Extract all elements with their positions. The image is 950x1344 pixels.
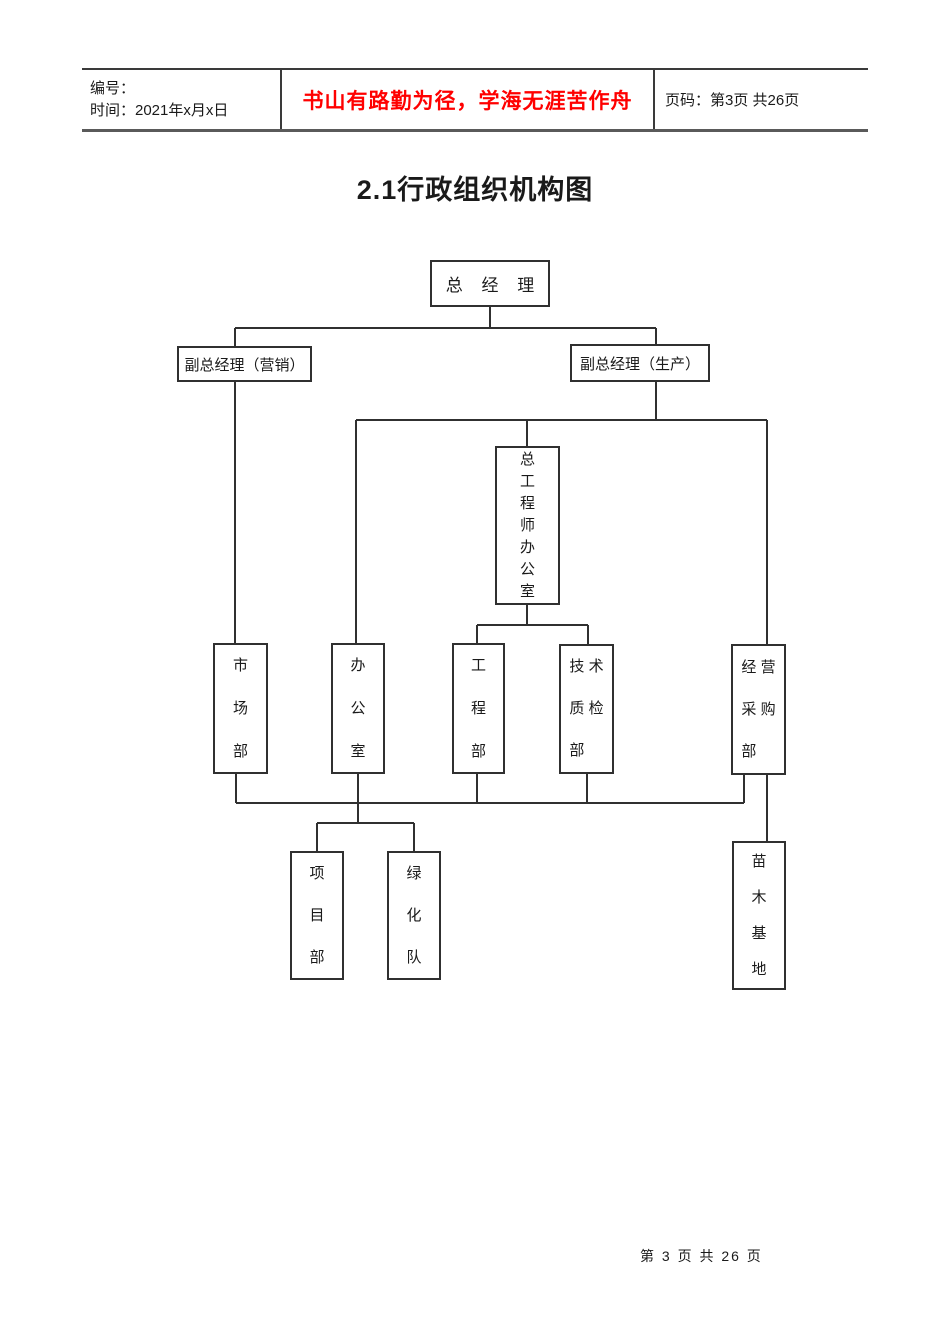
org-node-general-manager: 总 经 理	[430, 260, 550, 307]
org-node-greening-team: 绿 化 队	[387, 851, 441, 980]
org-node-chief-engineer-office: 总 工 程 师 办 公 室	[495, 446, 560, 605]
footer-page-number: 第 3 页 共 26 页	[640, 1248, 763, 1264]
org-node-vp-marketing: 副总经理（营销）	[177, 346, 312, 382]
org-node-procurement-dept: 经 营 采 购 部	[731, 644, 786, 775]
header-motto-cell: 书山有路勤为径，学海无涯苦作舟	[280, 70, 653, 129]
org-node-marketing-dept: 市 场 部	[213, 643, 268, 774]
header-number-label: 编号：	[90, 79, 136, 97]
org-node-office: 办 公 室	[331, 643, 385, 774]
org-node-engineering-dept: 工 程 部	[452, 643, 505, 774]
header-page-cell: 页码：第3页 共26页	[653, 70, 868, 129]
org-node-nursery-base: 苗 木 基 地	[732, 841, 786, 990]
header-motto: 书山有路勤为径，学海无涯苦作舟	[302, 89, 633, 113]
header-time-label: 时间：2021年x月x日	[90, 101, 229, 119]
header-table: 编号： 时间：2021年x月x日 书山有路勤为径，学海无涯苦作舟 页码：第3页 …	[82, 68, 868, 132]
header-page-info: 页码：第3页 共26页	[665, 92, 800, 109]
org-node-tech-quality-dept: 技 术 质 检 部	[559, 644, 614, 774]
org-node-project-dept: 项 目 部	[290, 851, 344, 980]
header-left-cell: 编号： 时间：2021年x月x日	[82, 70, 280, 129]
page-title: 2.1行政组织机构图	[356, 175, 594, 205]
org-node-vp-production: 副总经理（生产）	[570, 344, 710, 382]
